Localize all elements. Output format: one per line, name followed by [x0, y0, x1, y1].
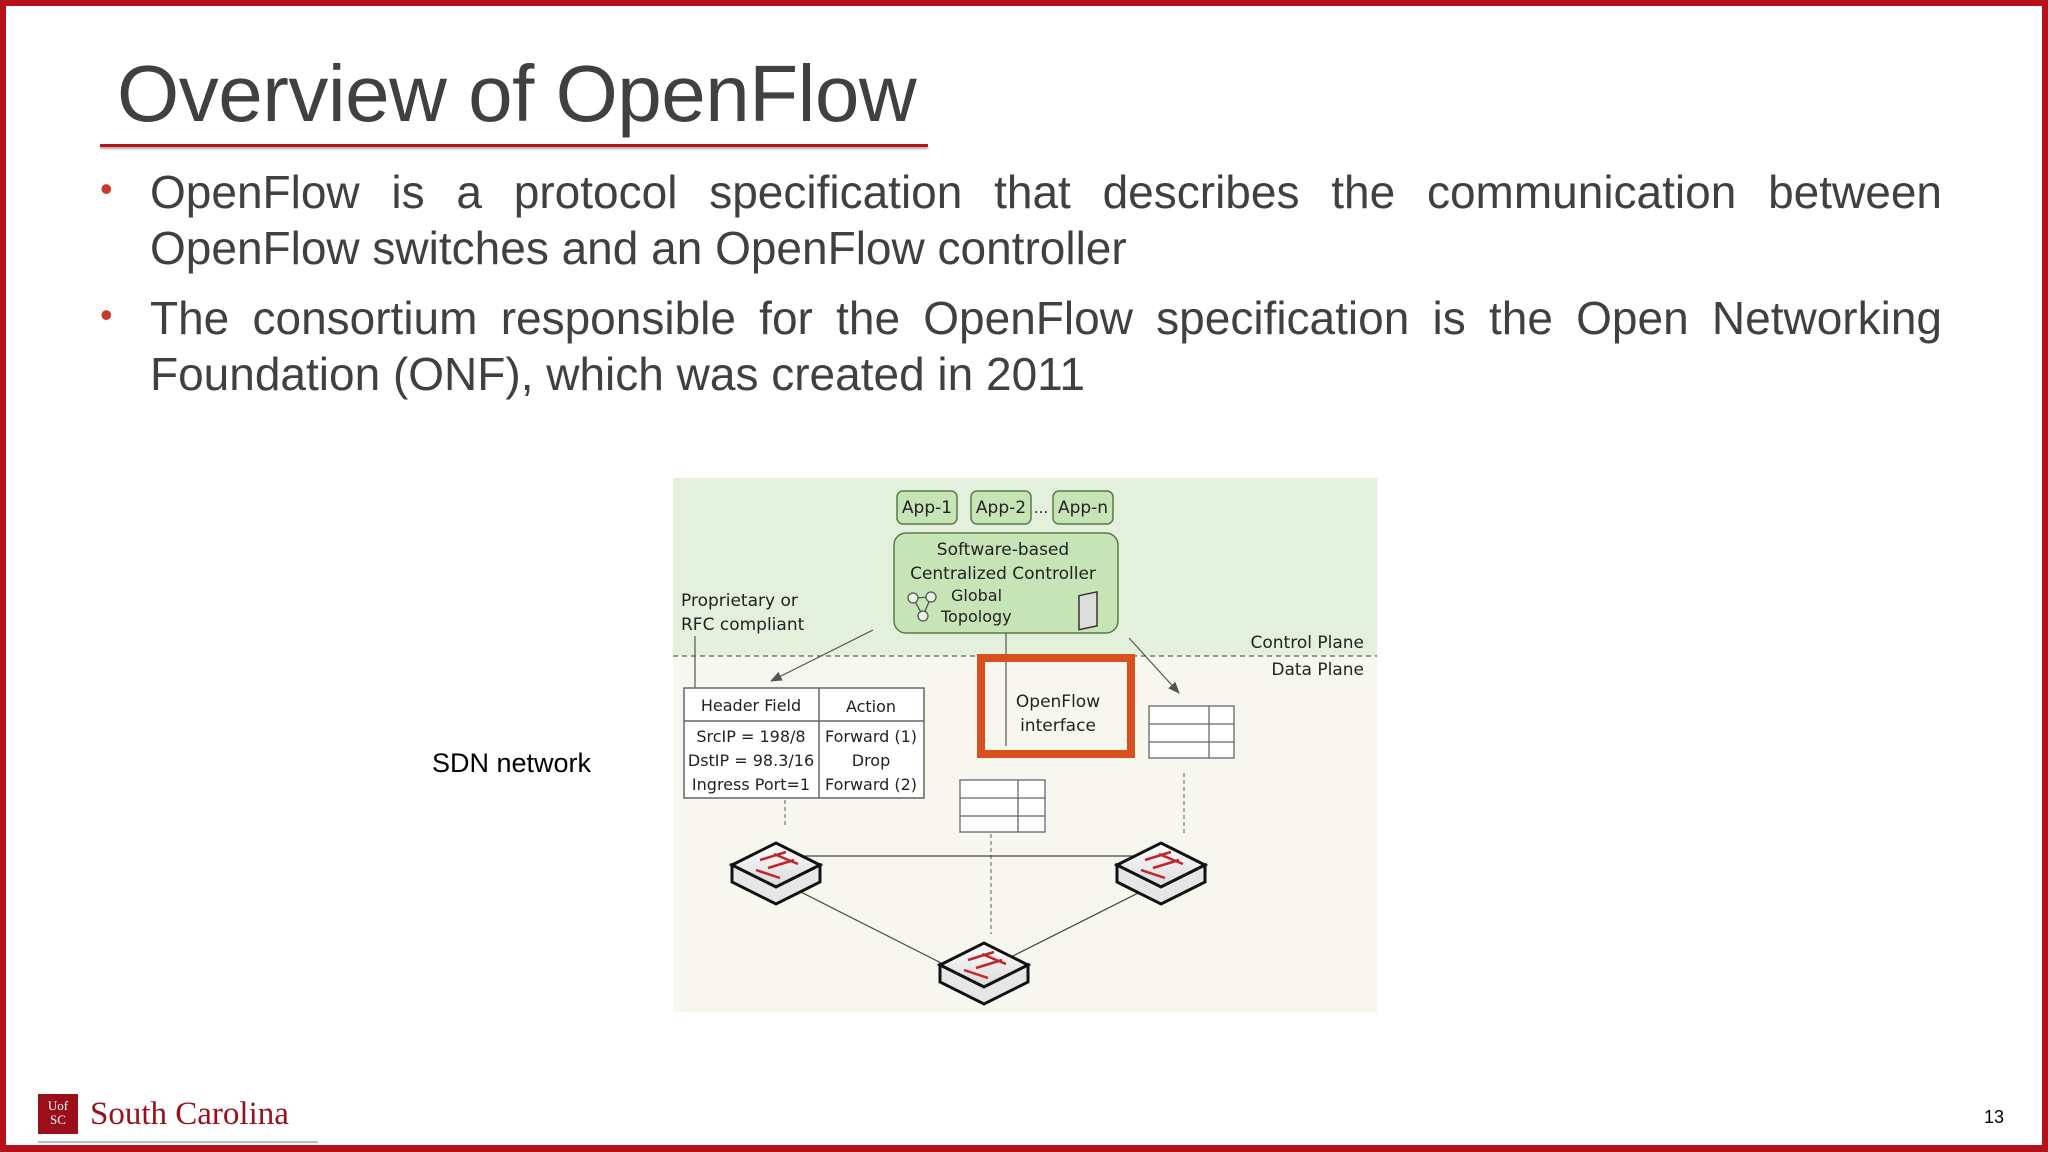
- app-label: App-1: [902, 498, 952, 518]
- page-number: 13: [1983, 1107, 2004, 1127]
- figure-caption: SDN network: [432, 748, 592, 778]
- app-label: App-2: [976, 498, 1026, 518]
- slide-title: Overview of OpenFlow: [117, 49, 917, 138]
- table-cell: Forward (2): [825, 775, 917, 794]
- bullet-item: • OpenFlow is a protocol specification t…: [100, 164, 1942, 276]
- topology-label: Global: [951, 586, 1002, 605]
- logo-mark-text: Uof: [47, 1098, 69, 1113]
- logo-mark: Uof SC: [38, 1094, 78, 1134]
- app-box: App-2: [970, 490, 1032, 525]
- bullet-icon: •: [100, 168, 113, 209]
- table-header: Header Field: [701, 696, 801, 715]
- bullet-text: The consortium responsible for the OpenF…: [150, 292, 1942, 400]
- switch-link: [984, 882, 1159, 971]
- table-cell: DstIP = 98.3/16: [688, 751, 814, 770]
- small-flow-table: [959, 779, 1046, 833]
- app-label: App-n: [1058, 498, 1108, 518]
- openflow-interface-box: OpenFlow interface: [977, 654, 1135, 758]
- table-cell: Ingress Port=1: [692, 775, 810, 794]
- controller-box: Software-based Centralized Controller Gl…: [893, 532, 1119, 634]
- control-plane-label: Control Plane: [1251, 633, 1364, 653]
- table-cell: Drop: [852, 751, 891, 770]
- document-icon: [1078, 590, 1098, 631]
- switch-icon: [728, 841, 824, 906]
- table-cell: Forward (1): [825, 727, 917, 746]
- controller-label: Centralized Controller: [910, 564, 1096, 584]
- footer-rule: [38, 1141, 318, 1143]
- data-plane-label: Data Plane: [1271, 660, 1364, 680]
- sdn-diagram: App-1 App-2 ... App-n Software-based Cen…: [673, 478, 1377, 1012]
- flow-arrow: [769, 629, 874, 682]
- interface-label: interface: [1020, 716, 1096, 736]
- table-header: Action: [846, 697, 896, 716]
- topology-label: Topology: [940, 607, 1012, 626]
- table-cell: SrcIP = 198/8: [696, 727, 805, 746]
- bullet-text: OpenFlow is a protocol specification tha…: [150, 166, 1942, 274]
- logo-text: South Carolina: [90, 1096, 289, 1132]
- bullet-item: • The consortium responsible for the Ope…: [100, 290, 1942, 402]
- proprietary-label: Proprietary or: [681, 591, 798, 611]
- apps-ellipsis: ...: [1034, 499, 1048, 517]
- switch-icon: [936, 941, 1032, 1006]
- switch-link: [782, 882, 956, 971]
- controller-label: Software-based: [937, 540, 1069, 560]
- logo-mark-text: SC: [50, 1112, 66, 1127]
- switch-icon: [1113, 841, 1209, 906]
- bullet-icon: •: [100, 294, 113, 335]
- flow-arrow: [1128, 637, 1180, 694]
- small-flow-table: [1148, 705, 1235, 759]
- app-box: App-n: [1052, 490, 1114, 525]
- topology-icon: [907, 591, 937, 622]
- flow-table: Header Field Action SrcIP = 198/8 Forwar…: [683, 687, 925, 799]
- interface-label: OpenFlow: [1016, 692, 1100, 712]
- app-box: App-1: [896, 490, 958, 525]
- bullet-list: • OpenFlow is a protocol specification t…: [100, 164, 1942, 416]
- proprietary-label: RFC compliant: [681, 615, 805, 635]
- title-underline: [100, 144, 928, 147]
